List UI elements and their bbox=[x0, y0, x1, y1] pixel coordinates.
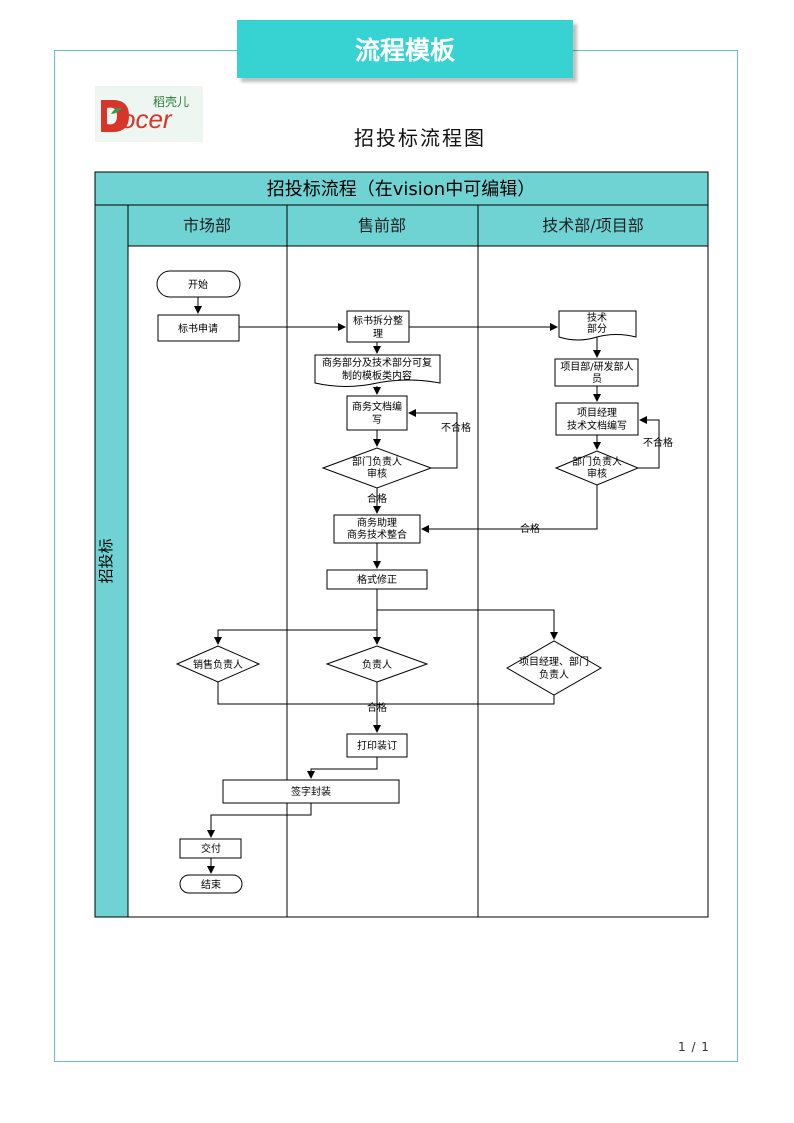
edge-label-pass-final: 合格 bbox=[367, 701, 387, 714]
lane-header-market bbox=[127, 204, 288, 247]
tech-part-label: 技术 bbox=[587, 311, 607, 324]
dept-review-label: 审核 bbox=[367, 467, 387, 480]
sign-seal-label: 签字封装 bbox=[291, 785, 331, 798]
biz-write-label: 写 bbox=[372, 414, 382, 426]
pm-write-label: 项目经理 bbox=[577, 406, 617, 419]
page-number: 1 / 1 bbox=[678, 1040, 710, 1054]
rd-staff-label: 项目部/研发部人 bbox=[560, 360, 633, 373]
rd-staff-box bbox=[554, 358, 639, 387]
table-header-cell bbox=[94, 171, 709, 206]
arrow-sign-to-deliver bbox=[207, 803, 312, 838]
bid-application-label: 标书申请 bbox=[178, 322, 218, 335]
assist-box bbox=[333, 514, 421, 544]
arrow-fail-loop-presales bbox=[408, 409, 458, 469]
lanes-body bbox=[127, 245, 709, 918]
edge-label-pass-tech: 合格 bbox=[520, 522, 540, 535]
pm-owner-label: 负责人 bbox=[539, 668, 569, 681]
tech-review-label: 审核 bbox=[587, 467, 607, 480]
print-label: 打印装订 bbox=[357, 739, 397, 752]
rd-staff-label: 员 bbox=[592, 373, 602, 385]
arrow-fail-loop-tech bbox=[638, 416, 660, 469]
edge-label-pass-presales: 合格 bbox=[367, 492, 387, 505]
logo-chinese-text: 稻壳儿 bbox=[153, 95, 190, 109]
dept-review-label: 部门负责人 bbox=[352, 455, 402, 468]
tech-part-label: 部分 bbox=[587, 322, 607, 335]
dept-review-decision bbox=[321, 447, 433, 489]
line-pm-to-merge bbox=[377, 695, 555, 705]
lane-label-market: 市场部 bbox=[183, 216, 231, 235]
owner-label: 负责人 bbox=[362, 658, 392, 671]
line-sales-to-merge bbox=[217, 682, 377, 705]
bid-application-box bbox=[157, 314, 240, 342]
arrow-format-to-pm bbox=[377, 609, 558, 640]
table-header-text: 招投标流程（在vision中可编辑） bbox=[267, 179, 535, 200]
bid-split-label: 标书拆分整 bbox=[353, 314, 403, 327]
start-label: 开始 bbox=[188, 278, 208, 291]
biz-write-label: 商务文档编 bbox=[352, 400, 402, 413]
pm-write-box bbox=[555, 402, 639, 436]
assist-label: 商务助理 bbox=[357, 516, 397, 529]
lane-group-label: 招投标 bbox=[97, 538, 115, 583]
pm-owner-decision bbox=[505, 640, 603, 696]
arrow-format-to-sales bbox=[214, 629, 377, 645]
assist-label: 商务技术整合 bbox=[347, 528, 407, 541]
lane-label-tech: 技术部/项目部 bbox=[542, 216, 643, 235]
owner-decision bbox=[325, 645, 429, 683]
deliver-label: 交付 bbox=[201, 842, 221, 855]
sales-owner-decision bbox=[175, 645, 261, 683]
docer-logo: 稻壳儿 ocer bbox=[95, 86, 203, 142]
tech-part-doc bbox=[558, 310, 637, 341]
bid-split-label: 理 bbox=[373, 328, 383, 340]
format-label: 格式修正 bbox=[357, 573, 397, 586]
docer-d-icon bbox=[101, 100, 129, 132]
arrow-print-to-sign bbox=[307, 757, 378, 779]
edge-label-fail-presales: 不合格 bbox=[441, 421, 471, 434]
arrow-tech-pass-to-assist bbox=[421, 485, 598, 533]
bid-split-box bbox=[346, 310, 410, 343]
lane-label-presales: 售前部 bbox=[358, 216, 406, 235]
document-title: 招投标流程图 bbox=[354, 126, 486, 150]
sales-owner-label: 销售负责人 bbox=[193, 658, 243, 671]
template-doc-box bbox=[314, 354, 441, 387]
biz-write-box bbox=[346, 395, 408, 431]
template-doc-label: 制的模板类内容 bbox=[342, 369, 412, 382]
tech-review-label: 部门负责人 bbox=[572, 455, 622, 468]
pm-owner-label: 项目经理、部门 bbox=[519, 655, 589, 668]
end-label: 结束 bbox=[201, 878, 221, 891]
template-doc-label: 商务部分及技术部分可复 bbox=[322, 356, 432, 369]
edge-label-fail-tech: 不合格 bbox=[643, 436, 673, 449]
logo-english-text: ocer bbox=[121, 104, 172, 134]
lane-group-column bbox=[94, 204, 129, 918]
end-node bbox=[179, 874, 243, 894]
template-banner: 流程模板 bbox=[237, 20, 573, 78]
pm-write-label: 技术文档编写 bbox=[567, 419, 627, 432]
